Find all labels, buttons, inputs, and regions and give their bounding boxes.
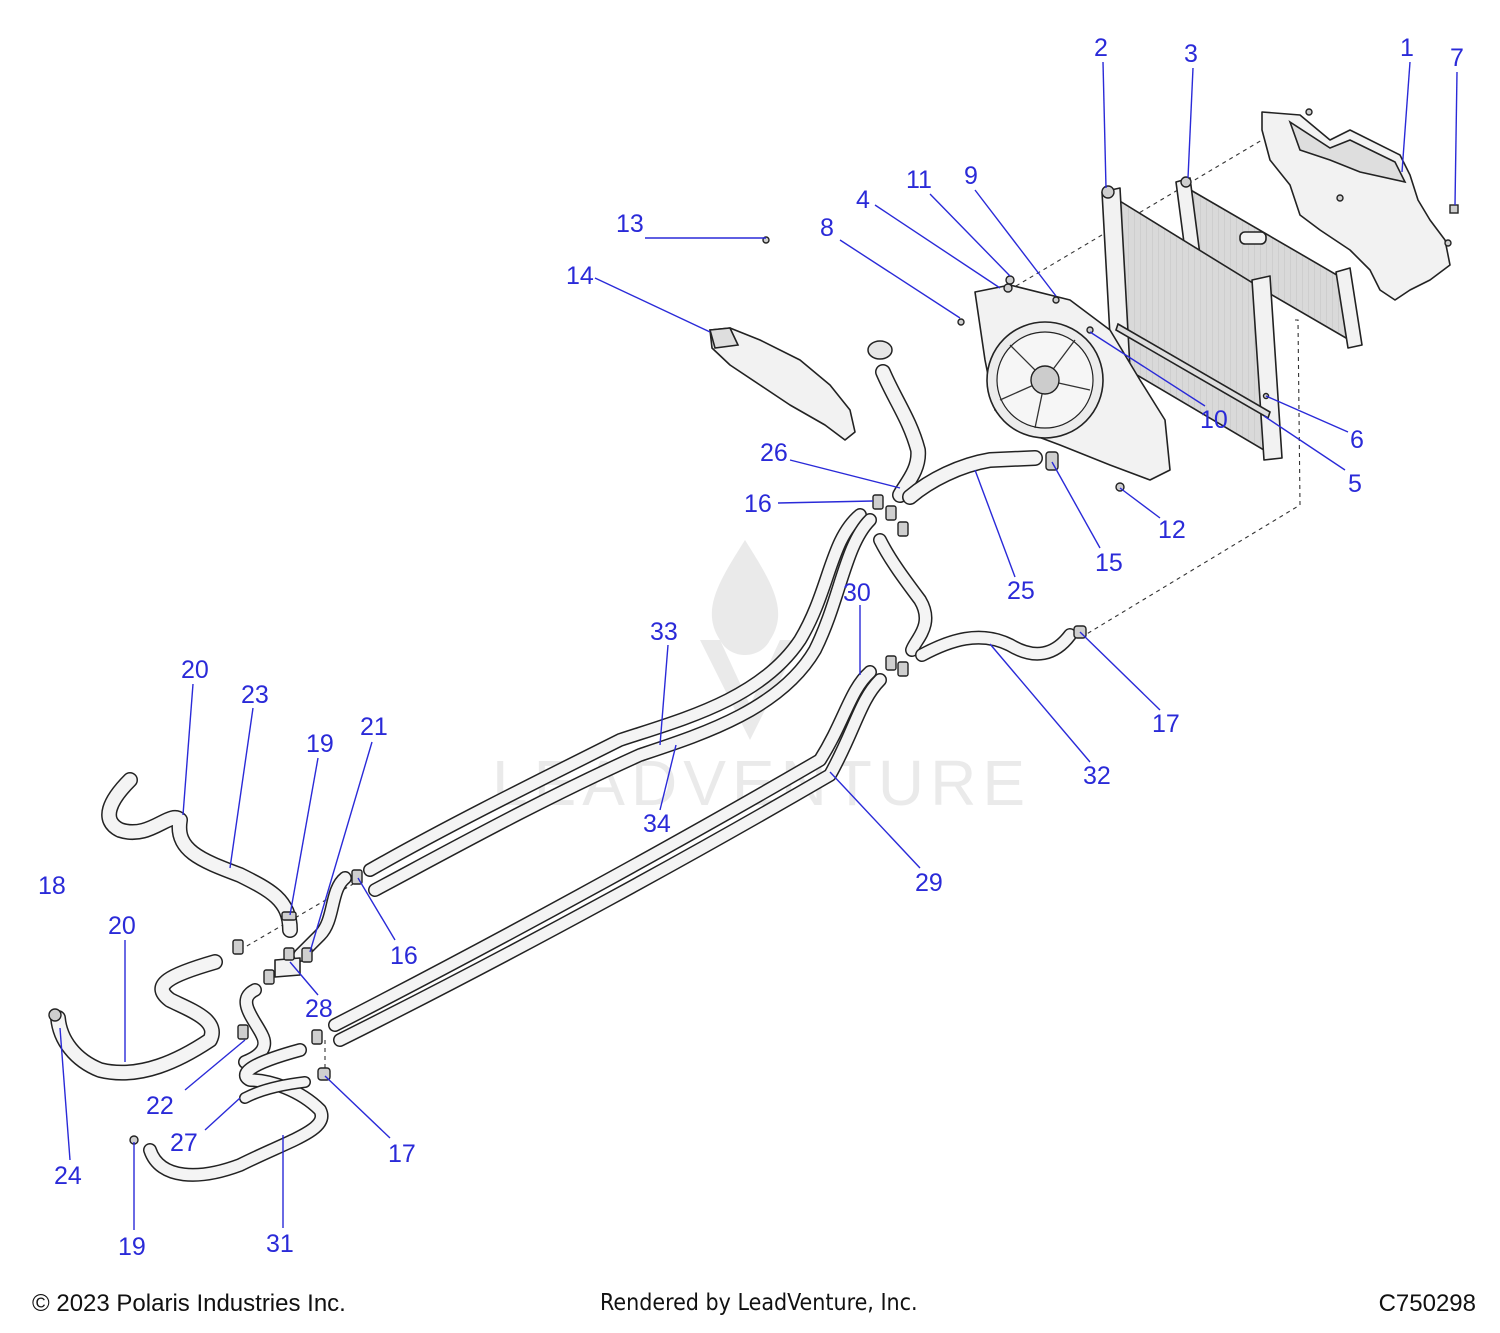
callout-4: 4 (856, 186, 870, 214)
callout-20: 20 (108, 912, 136, 940)
callout-10: 10 (1200, 406, 1228, 434)
callout-23: 21 (360, 713, 388, 741)
part-7-bolt (1449, 204, 1459, 214)
callout-18: 18 (38, 872, 66, 900)
callout-27: 25 (1007, 577, 1035, 605)
callout-16-upper: 16 (744, 490, 772, 518)
callout-13: 13 (616, 210, 644, 238)
callout-33: 31 (266, 1230, 294, 1258)
hoses (50, 340, 1077, 1182)
callout-21: 19 (306, 730, 334, 758)
callout-9: 9 (964, 162, 978, 190)
callout-6: 6 (1350, 426, 1364, 454)
part-11-nut (1005, 275, 1015, 285)
callout-17-lower: 17 (388, 1140, 416, 1168)
callout-15: 15 (1095, 549, 1123, 577)
part-15-clamp (1045, 451, 1059, 471)
part-9-bolt (1052, 296, 1060, 304)
callout-24: 22 (146, 1092, 174, 1120)
clamps (48, 494, 1087, 1145)
callout-29: 27 (170, 1129, 198, 1157)
callout-31: 29 (915, 869, 943, 897)
copyright-text: © 2023 Polaris Industries Inc. (32, 1290, 346, 1317)
diagram-code: C750298 (1378, 1290, 1476, 1317)
callout-2: 2 (1094, 34, 1108, 62)
watermark-flame-icon (711, 540, 779, 655)
callout-8: 8 (820, 214, 834, 242)
callout-34: 32 (1083, 762, 1111, 790)
callout-16-lower: 16 (390, 942, 418, 970)
part-21-clamp (281, 911, 297, 921)
callout-25: 23 (241, 681, 269, 709)
callout-19: 19 (118, 1233, 146, 1261)
rendered-by-text: Rendered by LeadVenture, Inc. (600, 1290, 918, 1316)
callout-26: 24 (54, 1162, 82, 1190)
leader-lines (59, 61, 1458, 1230)
part-30-tee-fitting (274, 947, 301, 978)
part-1-shroud (1261, 108, 1452, 301)
callout-7: 7 (1450, 44, 1464, 72)
part-18-clamp (48, 1008, 62, 1022)
callout-17-upper: 17 (1152, 710, 1180, 738)
callout-12: 12 (1158, 516, 1186, 544)
part-16-clamp-upper (872, 494, 884, 510)
callout-30: 28 (305, 995, 333, 1023)
callout-22: 20 (181, 656, 209, 684)
callout-1: 1 (1400, 34, 1414, 62)
part-10-bolt (1086, 326, 1094, 334)
part-4-fan-assembly (974, 283, 1171, 481)
callout-28: 26 (760, 439, 788, 467)
callout-5: 5 (1348, 470, 1362, 498)
callout-11: 11 (906, 166, 932, 194)
callout-32: 30 (843, 579, 871, 607)
callout-3: 3 (1184, 40, 1198, 68)
callouts: 1 2 3 7 11 9 4 13 8 14 10 6 5 26 16 12 1… (38, 34, 1464, 1261)
callout-35: 33 (650, 618, 678, 646)
part-8-bolt (957, 318, 965, 326)
part-14-bracket (708, 327, 856, 441)
callout-14: 14 (566, 262, 594, 290)
callout-36: 34 (643, 810, 671, 838)
